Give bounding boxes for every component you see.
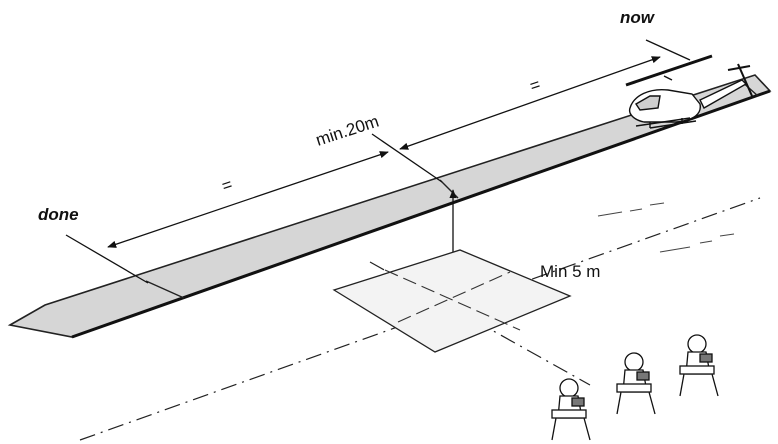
label-min-5m: Min 5 m (540, 262, 600, 281)
pilot-icon-2 (616, 352, 656, 415)
segment-divider-left (145, 280, 185, 299)
label-done: done (38, 205, 79, 224)
dimension-left (107, 151, 389, 248)
label-equal-left: = (219, 175, 234, 196)
label-now: now (620, 8, 656, 27)
pilot-icon-1 (551, 378, 591, 441)
helicopter-icon (625, 54, 753, 129)
landing-square (332, 249, 572, 353)
dimension-right (399, 56, 661, 150)
extension-now (645, 39, 691, 61)
pilot-figures (551, 334, 719, 441)
dash-marks (597, 202, 735, 253)
square-axis-b (397, 271, 511, 323)
square-axis-a (384, 269, 521, 331)
label-min-20m: min.20m (313, 112, 381, 150)
label-equal-right: = (527, 75, 542, 96)
landing-square-fill (332, 249, 572, 353)
extension-done (65, 234, 149, 284)
pilot-icon-3 (679, 334, 719, 397)
extension-mid (371, 133, 443, 183)
